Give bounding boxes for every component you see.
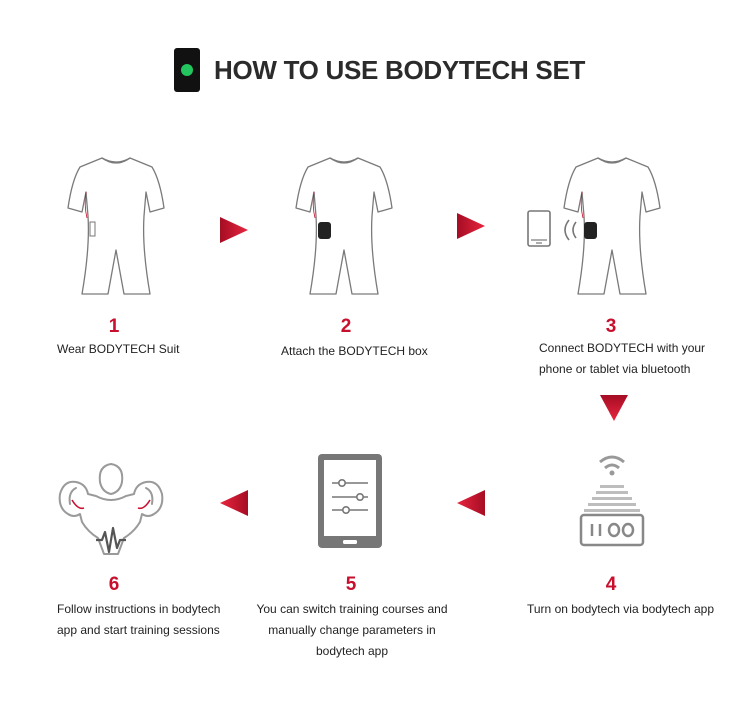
- step-caption-3: Connect BODYTECH with your phone or tabl…: [539, 341, 706, 376]
- step-number-5: 5: [345, 574, 357, 595]
- step-caption-6: Follow instructions in bodytech app and …: [57, 602, 221, 637]
- step-caption-4: Turn on bodytech via bodytech app: [527, 602, 715, 616]
- step-caption-5: You can switch training courses and manu…: [256, 602, 448, 658]
- bodysuit-icon: [67, 157, 165, 295]
- green-dot: [181, 64, 193, 76]
- arrow-right-icon-1: [220, 217, 248, 243]
- phone-icon: [527, 210, 551, 247]
- indicator-light-icon: [174, 48, 200, 92]
- ems-device-icon: [579, 455, 645, 547]
- step-number-2: 2: [340, 316, 352, 337]
- bodysuit-with-box-icon-3: [563, 157, 661, 295]
- arrow-right-icon-2: [457, 213, 485, 239]
- arrow-down-icon: [600, 395, 628, 421]
- muscle-body-icon: [58, 463, 164, 555]
- bodysuit-with-box-icon: [295, 157, 393, 295]
- step-number-3: 3: [605, 316, 617, 337]
- arrow-left-icon-2: [220, 490, 248, 516]
- page-header: HOW TO USE BODYTECH SET: [174, 48, 585, 92]
- page-title: HOW TO USE BODYTECH SET: [214, 54, 586, 85]
- step-caption-2: Attach the BODYTECH box: [281, 344, 428, 358]
- bluetooth-signal-icon: [564, 219, 577, 241]
- step-number-4: 4: [605, 574, 617, 595]
- step-number-1: 1: [108, 316, 120, 337]
- step-number-6: 6: [108, 574, 120, 595]
- tablet-settings-icon: [318, 454, 382, 548]
- step-caption-1: Wear BODYTECH Suit: [57, 342, 180, 356]
- control-box-icon: [318, 222, 331, 239]
- arrow-left-icon-1: [457, 490, 485, 516]
